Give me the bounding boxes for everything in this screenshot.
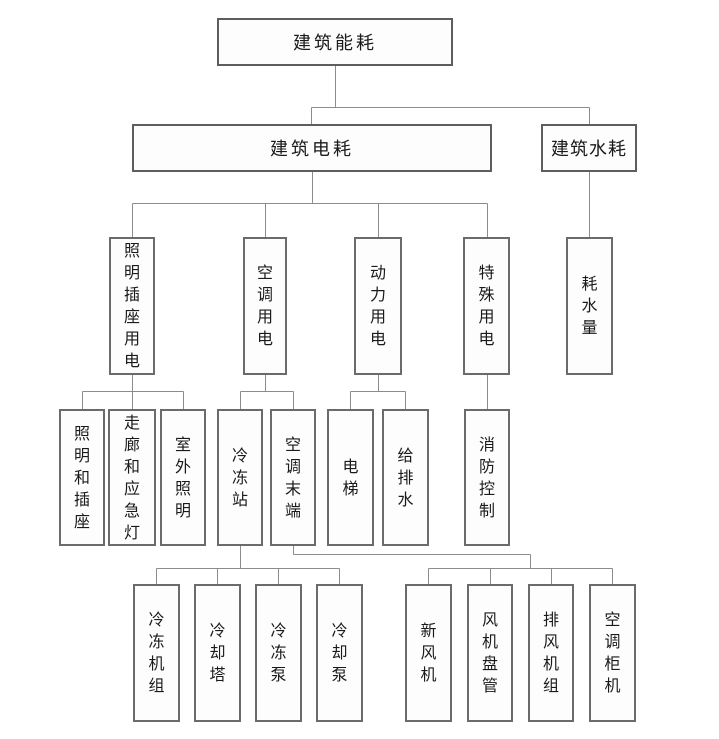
node-special-electricity: 特殊用电 [463,237,510,375]
node-building-energy-label: 建筑能耗 [293,33,377,54]
connector-hvac-branch [240,375,294,409]
node-building-electricity-label: 建筑电耗 [270,139,354,160]
node-hvac-terminal-label: 空调末端 [284,434,301,520]
node-outdoor-lighting-label: 室外照明 [174,434,191,520]
connector-terminal-branch [293,546,613,584]
connector-electricity-branch [132,172,488,237]
node-lighting-socket: 照明插座用电 [109,237,155,375]
node-chiller-units-label: 冷冻机组 [148,610,165,695]
node-cooling-water-pump-label: 冷却泵 [331,621,348,684]
node-water-supply-drainage: 给排水 [382,409,429,546]
node-corridor-emergency: 走廊和应急灯 [108,409,156,546]
connector-lighting-branch [82,375,184,409]
node-chiller-station: 冷冻站 [217,409,263,546]
node-building-energy: 建筑能耗 [217,18,453,66]
node-cooling-tower-label: 冷却塔 [209,621,226,684]
node-fan-coil-unit: 风机盘管 [467,584,513,722]
node-power-electricity-label: 动力用电 [369,263,386,348]
node-fresh-air-unit-label: 新风机 [420,621,437,684]
node-elevator-label: 电梯 [342,456,359,498]
connector-power-branch [350,375,406,409]
node-fresh-air-unit: 新风机 [405,584,452,722]
node-power-electricity: 动力用电 [354,237,402,375]
node-lighting-and-sockets-label: 照明和插座 [73,423,90,531]
node-fire-control-label: 消防控制 [478,434,495,520]
node-corridor-emergency-label: 走廊和应急灯 [123,412,140,542]
node-outdoor-lighting: 室外照明 [160,409,206,546]
connector-root-stem [311,66,590,124]
node-elevator: 电梯 [327,409,374,546]
node-lighting-and-sockets: 照明和插座 [59,409,105,546]
node-chilled-water-pump: 冷冻泵 [255,584,302,722]
node-fire-control: 消防控制 [464,409,510,546]
node-ahu-cabinet-unit-label: 空调柜机 [604,610,621,695]
node-water-supply-drainage-label: 给排水 [397,445,414,509]
node-water-usage-label: 耗水量 [581,274,598,337]
node-hvac-electricity-label: 空调用电 [256,263,273,348]
node-hvac-terminal: 空调末端 [270,409,316,546]
node-building-electricity: 建筑电耗 [132,124,492,172]
node-exhaust-fan-unit: 排风机组 [528,584,574,722]
node-fan-coil-unit-label: 风机盘管 [481,610,498,695]
connector-chiller-branch [156,546,340,584]
node-cooling-tower: 冷却塔 [194,584,241,722]
node-chiller-units: 冷冻机组 [133,584,180,722]
node-lighting-socket-label: 照明插座用电 [123,241,140,370]
node-ahu-cabinet-unit: 空调柜机 [589,584,636,722]
node-chiller-station-label: 冷冻站 [231,445,248,509]
node-building-water: 建筑水耗 [541,124,637,172]
node-building-water-label: 建筑水耗 [551,139,627,160]
node-hvac-electricity: 空调用电 [243,237,287,375]
node-cooling-water-pump: 冷却泵 [316,584,363,722]
node-water-usage: 耗水量 [566,237,613,375]
node-chilled-water-pump-label: 冷冻泵 [270,621,287,684]
node-special-electricity-label: 特殊用电 [478,263,495,348]
node-exhaust-fan-unit-label: 排风机组 [542,610,559,695]
